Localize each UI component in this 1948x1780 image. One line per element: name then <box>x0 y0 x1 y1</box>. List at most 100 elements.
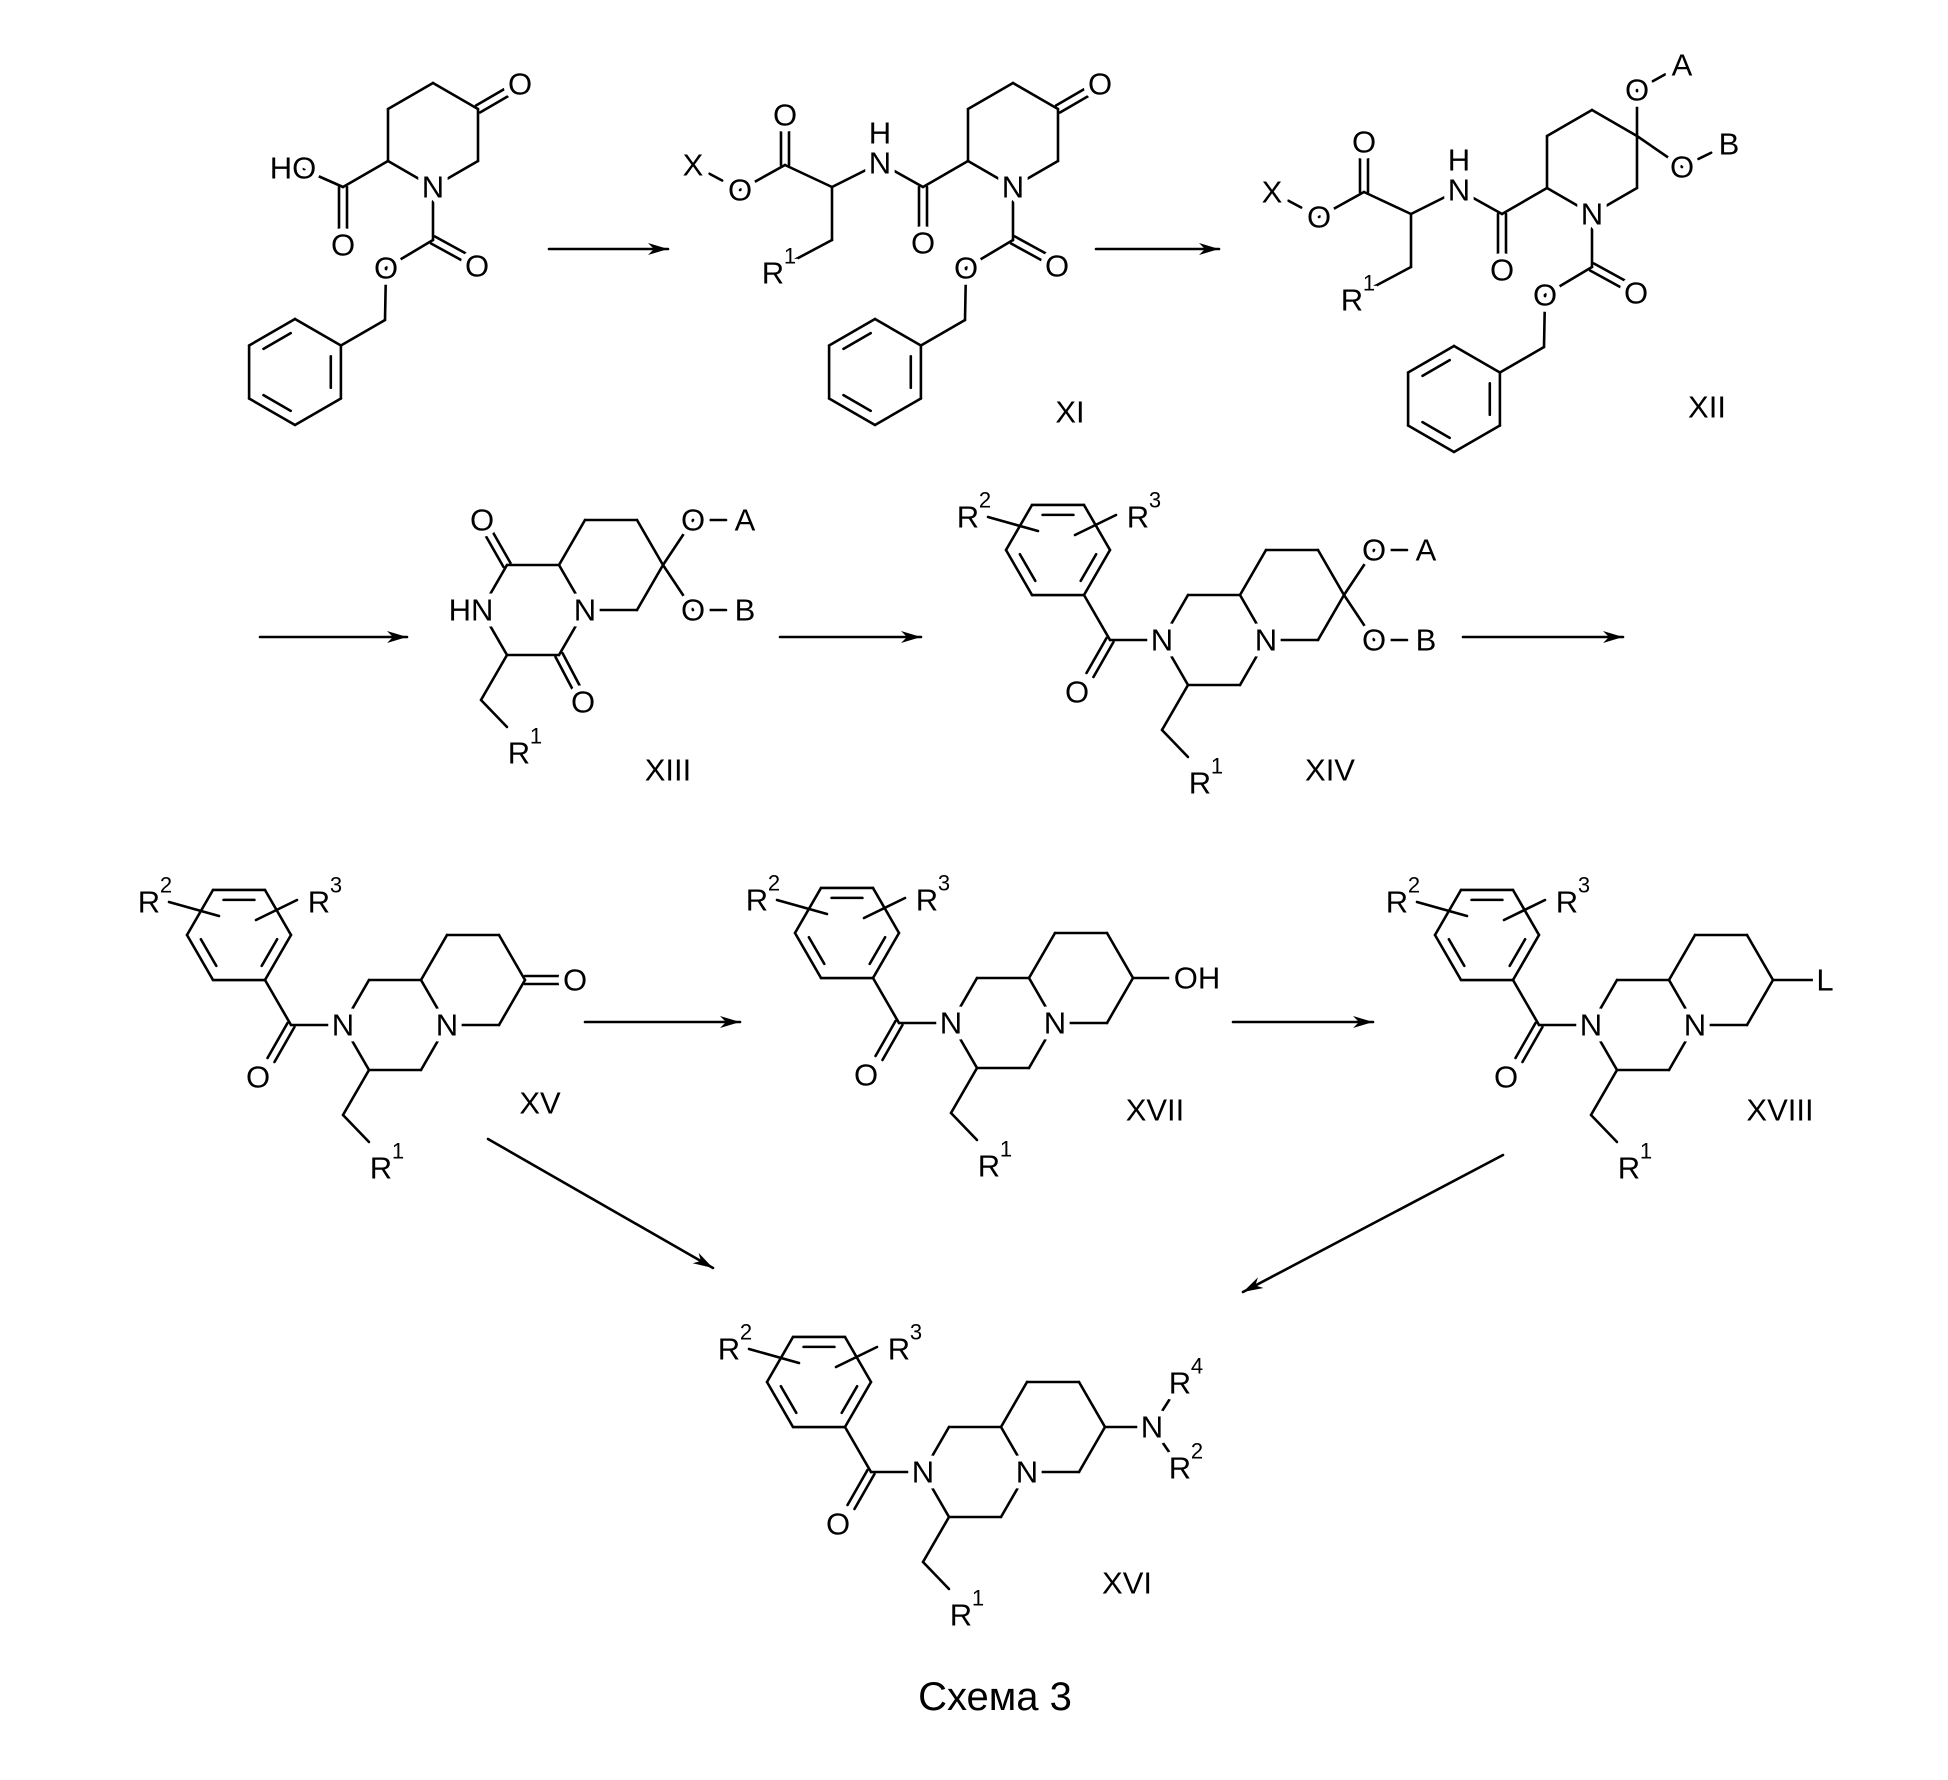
benzene-bond <box>1408 346 1454 373</box>
bond <box>873 978 899 1023</box>
amide-oxygen: O <box>911 226 935 261</box>
bond <box>343 1115 369 1142</box>
ring-nitrogen: N <box>422 170 444 205</box>
ring-bond <box>1079 1382 1105 1427</box>
ring-bond <box>499 935 525 980</box>
amide-hydrogen: H <box>869 116 891 151</box>
compound-label-xvi: XVI <box>1102 1566 1152 1601</box>
substituent-bond <box>777 900 827 914</box>
acetal-oxygen: O <box>1670 150 1694 185</box>
reaction-arrow <box>488 1139 713 1268</box>
r-group-label: R <box>1618 1151 1640 1186</box>
carbonyl-oxygen: O <box>1624 276 1648 311</box>
bond <box>951 1113 977 1140</box>
benzene-bond <box>795 933 821 978</box>
r-group-label: R <box>950 1598 972 1633</box>
group-a: A <box>1416 533 1437 568</box>
ring-bond <box>637 565 663 610</box>
r-group-label: R <box>888 1332 910 1367</box>
ring-bond <box>559 520 585 565</box>
carbonyl-bond <box>435 236 466 253</box>
ring-nh: HN <box>449 593 494 628</box>
r-group-index: 1 <box>530 724 542 749</box>
ring-bond <box>499 980 525 1025</box>
group-b: B <box>1719 127 1740 162</box>
carbonyl-bond <box>1015 236 1046 253</box>
bond <box>921 320 965 346</box>
single-bond <box>709 174 722 181</box>
r-group-index: 1 <box>784 244 796 269</box>
ring-carbonyl-oxygen: O <box>470 503 494 538</box>
benzene-bond <box>875 399 921 426</box>
bond <box>1513 980 1539 1025</box>
bridgehead-nitrogen: N <box>436 1008 458 1043</box>
bond <box>845 1427 871 1472</box>
r-group-index: 3 <box>910 1320 922 1345</box>
substituent-bond <box>1504 900 1545 920</box>
carbonyl-bond <box>1093 642 1113 677</box>
ester-oxygen: O <box>1307 200 1331 235</box>
carbonyl-bond <box>268 1023 288 1058</box>
ring-carbonyl-oxygen: O <box>571 685 595 720</box>
benzene-bond <box>1454 346 1500 373</box>
ring-nitrogen: N <box>1581 197 1603 232</box>
r-group-label: R <box>1386 885 1408 920</box>
benzene-bond <box>1006 550 1032 595</box>
ketone-oxygen: O <box>1088 67 1112 102</box>
bond <box>265 980 291 1025</box>
ring-bond <box>388 83 433 109</box>
group-x: X <box>1262 175 1283 210</box>
ring-bond <box>1592 110 1637 136</box>
single-bond <box>1288 201 1301 208</box>
carbonyl-bond <box>480 94 511 112</box>
acetal-oxygen: O <box>681 593 705 628</box>
ketone-oxygen: O <box>563 963 587 998</box>
r-group-label: R <box>138 885 160 920</box>
benzoyl-oxygen: O <box>854 1058 878 1093</box>
ring-bond <box>421 935 447 980</box>
single-bond <box>1698 153 1711 159</box>
bond <box>1591 1115 1617 1142</box>
carbonyl-bond <box>1594 263 1625 280</box>
ring-bond <box>1669 935 1695 980</box>
carbonyl-bond <box>1060 94 1091 112</box>
ring-bond <box>1747 980 1773 1025</box>
r-group-label: R <box>718 1332 740 1367</box>
benzene-bond <box>1435 935 1461 980</box>
bridgehead-nitrogen: N <box>574 593 596 628</box>
carbonyl-bond <box>1590 271 1621 288</box>
compound-label-xviii: XVIII <box>1746 1093 1813 1128</box>
r-group-index: 2 <box>1408 873 1420 898</box>
benzene-bond <box>295 399 341 426</box>
bridgehead-nitrogen: N <box>1684 1008 1706 1043</box>
ester-oxygen: O <box>728 173 752 208</box>
carbonyl-bond <box>476 88 507 106</box>
ring-bond <box>1318 550 1344 595</box>
r-group-index: 4 <box>1191 1354 1203 1379</box>
bond <box>923 1517 949 1562</box>
r-group-index: 1 <box>392 1139 404 1164</box>
r-group-index: 2 <box>160 873 172 898</box>
r-group-label: R <box>370 1151 392 1186</box>
ester-oxygen: O <box>1533 278 1557 313</box>
carbonyl-bond <box>1011 244 1042 261</box>
bond <box>1500 347 1544 373</box>
r-group-label: R <box>1189 766 1211 801</box>
compound-label-xi: XI <box>1055 395 1084 430</box>
benzene-bond <box>249 399 295 426</box>
ring-bond <box>1747 935 1773 980</box>
benzene-bond <box>829 399 875 426</box>
bond <box>923 1562 949 1589</box>
ring-nitrogen: N <box>1151 623 1173 658</box>
ring-bond <box>1001 1382 1027 1427</box>
carbonyl-bond <box>876 1021 896 1056</box>
arrows-layer <box>260 243 1623 1292</box>
r-group-index: 3 <box>938 871 950 896</box>
benzene-bond <box>875 319 921 346</box>
bond <box>343 1070 369 1115</box>
arrowhead-icon <box>1243 1277 1263 1292</box>
r-group-label: R <box>762 256 784 291</box>
bond <box>1364 192 1411 214</box>
bond <box>1162 685 1188 730</box>
ring-bond <box>1318 595 1344 640</box>
